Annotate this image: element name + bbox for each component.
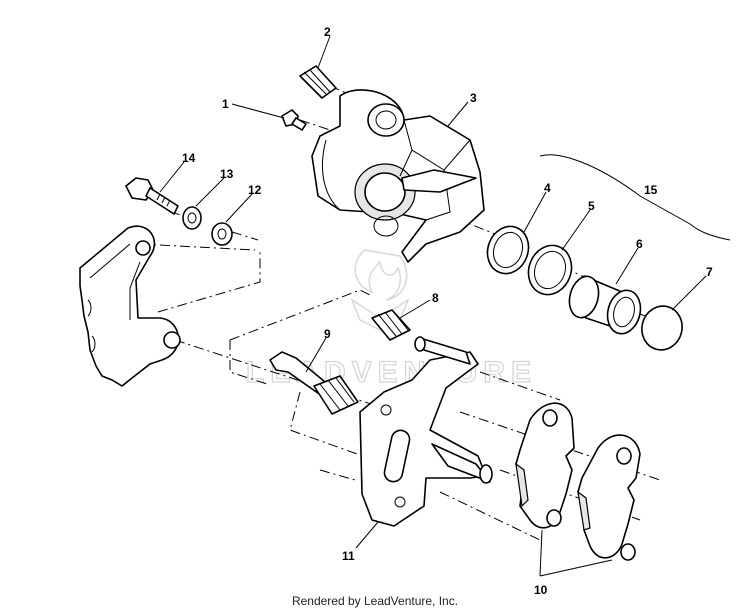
callout-1: 1	[222, 97, 229, 111]
leader-lines	[159, 35, 731, 577]
piston-6	[568, 275, 642, 335]
seal-4	[486, 225, 530, 275]
callout-10: 10	[534, 583, 548, 597]
callout-3: 3	[470, 91, 477, 105]
callout-4: 4	[544, 181, 551, 195]
caliper-bracket-11	[359, 336, 493, 527]
piston-cap-7	[641, 305, 683, 351]
brake-pad-10b	[577, 434, 641, 561]
torque-bracket	[79, 225, 181, 387]
footer-credit: Rendered by LeadVenture, Inc.	[291, 594, 459, 608]
callout-14: 14	[182, 151, 196, 165]
dust-seal-5	[527, 244, 573, 296]
caliper-body-3	[311, 89, 485, 263]
washer-12	[211, 222, 233, 246]
washer-13	[182, 206, 202, 230]
brake-pad-10a	[515, 402, 575, 529]
callout-6: 6	[636, 237, 643, 251]
callout-2: 2	[324, 25, 331, 39]
callout-13: 13	[220, 167, 234, 181]
boot-8	[371, 309, 411, 341]
callout-9: 9	[324, 327, 331, 341]
callout-11: 11	[342, 549, 355, 563]
callout-15: 15	[644, 183, 658, 197]
callout-5: 5	[588, 199, 595, 213]
bleeder-screw-1	[281, 109, 307, 131]
bleeder-cap-2	[299, 65, 337, 99]
callout-8: 8	[432, 291, 439, 305]
callout-12: 12	[248, 183, 262, 197]
pin-9	[269, 351, 359, 415]
callout-labels: 1 2 3 4 5 6 7 8 9 10 11 12 13 14 15	[182, 25, 713, 597]
bolt-14	[125, 177, 179, 215]
callout-7: 7	[706, 265, 713, 279]
